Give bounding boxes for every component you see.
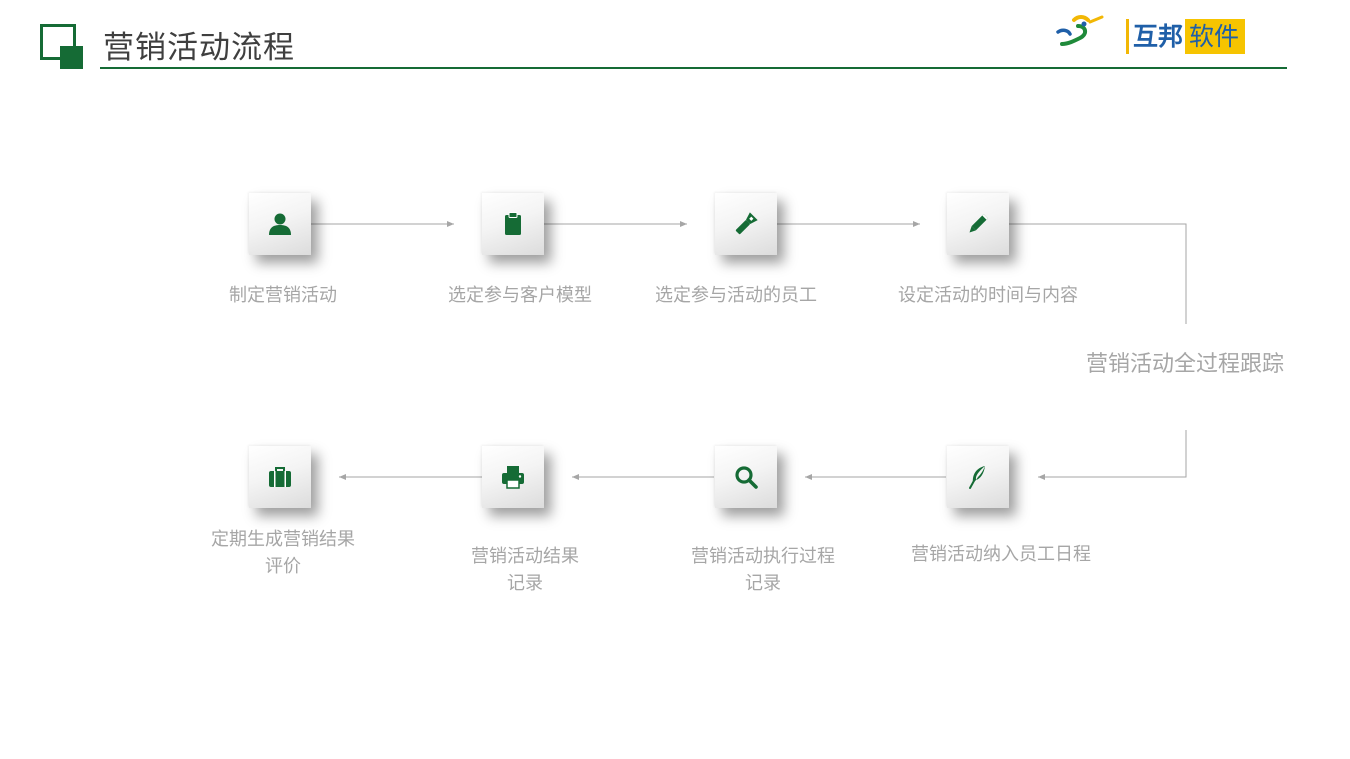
step-label-8: 定期生成营销结果 评价 [211,529,355,577]
step-label-5: 营销活动纳入员工日程 [911,544,1091,565]
step-box-8 [249,446,311,508]
logo-brand-suffix: 软件 [1185,19,1246,54]
logo-brand-text: 互邦 [1133,22,1184,51]
page-title: 营销活动流程 [103,30,295,66]
user-icon [269,213,291,235]
corner-outline-square [40,24,76,60]
step-box-1 [249,193,311,255]
pencil-icon [969,214,988,233]
step-box-5 [947,446,1009,508]
step-box-7 [482,446,544,508]
step-box-4 [947,193,1009,255]
brand-logo: 互邦 软件 [1126,19,1246,54]
step-label-3: 选定参与活动的员工 [655,285,817,306]
title-corner-mark [40,24,84,69]
step-label-7: 营销活动结果 记录 [471,546,579,594]
step-label-1: 制定营销活动 [229,285,337,306]
connector-down-top [1009,223,1187,324]
connector-down-bottom [1038,430,1187,480]
logo-bar [1126,19,1129,54]
flashlight-icon [735,212,758,235]
briefcase-icon [269,467,291,487]
step-label-4: 设定活动的时间与内容 [898,285,1078,306]
step-box-2 [482,193,544,255]
step-label-2: 选定参与客户模型 [448,285,592,306]
clipboard-icon [505,212,521,235]
brand-figure-icon [1056,15,1104,46]
title-underline [100,67,1287,69]
tracking-label: 营销活动全过程跟踪 [1085,352,1284,377]
printer-icon [502,466,524,489]
step-label-6: 营销活动执行过程 记录 [691,546,835,594]
search-icon [735,466,758,489]
corner-filled-square [60,46,83,69]
feather-icon [969,466,985,489]
step-box-3 [715,193,777,255]
step-box-6 [715,446,777,508]
